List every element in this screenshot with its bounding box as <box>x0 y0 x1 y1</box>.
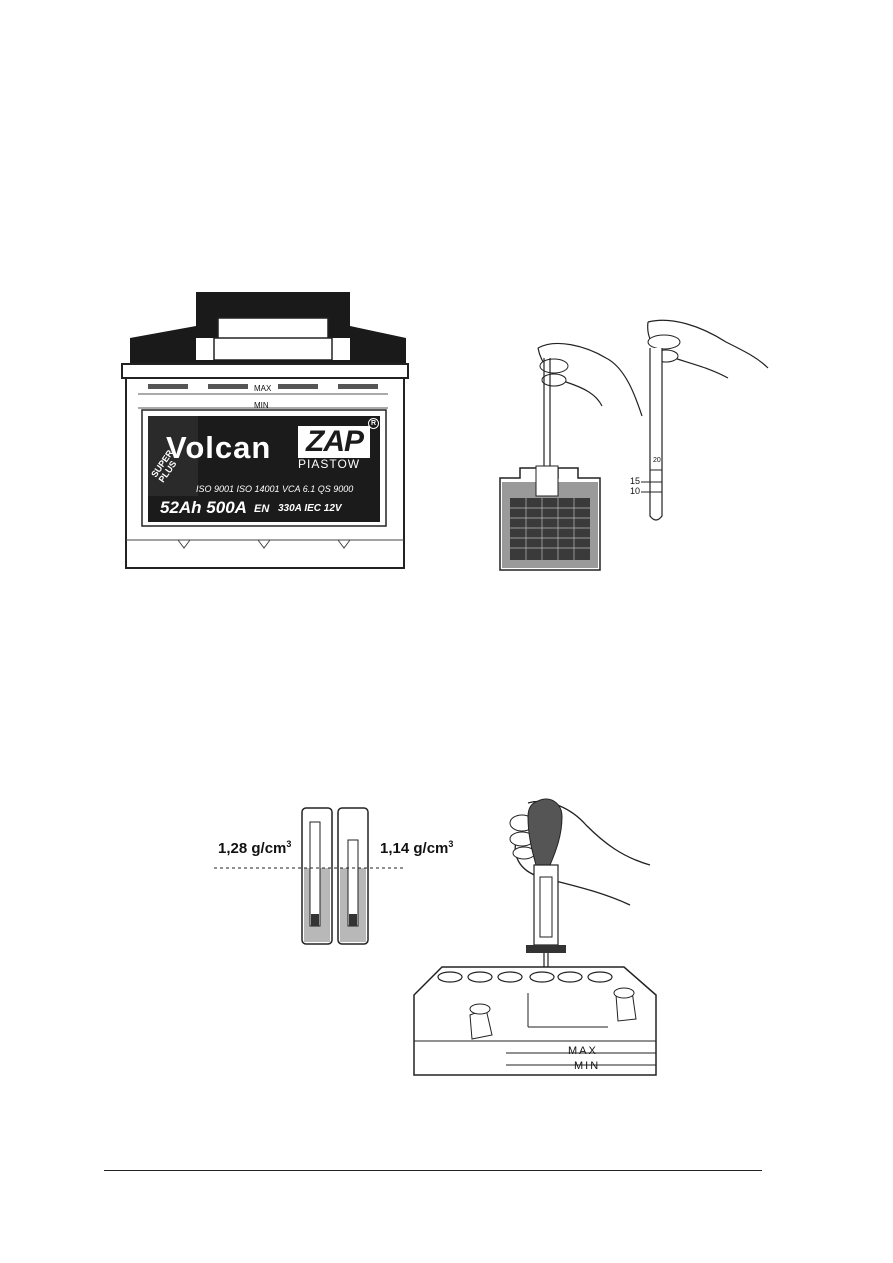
registered-mark: R <box>368 418 379 429</box>
footer-rule <box>104 1170 762 1171</box>
min-marking: MIN <box>254 401 269 410</box>
hydrometer-cell-illustration <box>499 319 769 571</box>
spec-main: 52Ah 500A <box>160 498 247 517</box>
hydrometer-scale-10: 10 <box>630 486 641 496</box>
density-left-exponent: 3 <box>286 839 292 849</box>
certification-line: ISO 9001 ISO 14001 VCA 6.1 QS 9000 <box>196 484 354 494</box>
density-reference-line <box>214 867 404 869</box>
max-marking: MAX <box>254 384 272 393</box>
spec-small: 330A IEC 12V <box>278 503 342 514</box>
hydrometer-battery-illustration <box>413 798 657 1076</box>
zap-logo: ZAP <box>306 425 364 458</box>
battery-min-marking: MIN <box>574 1060 601 1072</box>
battery-illustration <box>121 292 409 569</box>
density-tubes-illustration <box>301 807 369 945</box>
hydrometer-scale-20: 20 <box>653 457 661 464</box>
density-right-value: 1,14 g/cm <box>380 840 449 857</box>
battery-max-marking: MAX <box>568 1045 598 1057</box>
density-right-exponent: 3 <box>448 839 454 849</box>
zap-logo-box: ZAP <box>298 425 370 458</box>
brand-name: Volcan <box>166 430 272 465</box>
density-label-right: 1,14 g/cm3 <box>380 839 453 857</box>
density-left-value: 1,28 g/cm <box>218 840 287 857</box>
spec-en: EN <box>254 503 270 515</box>
density-label-left: 1,28 g/cm3 <box>218 839 291 857</box>
hydrometer-scale-15: 15 <box>630 476 641 486</box>
brand-subtitle: PIASTOW <box>298 457 361 471</box>
